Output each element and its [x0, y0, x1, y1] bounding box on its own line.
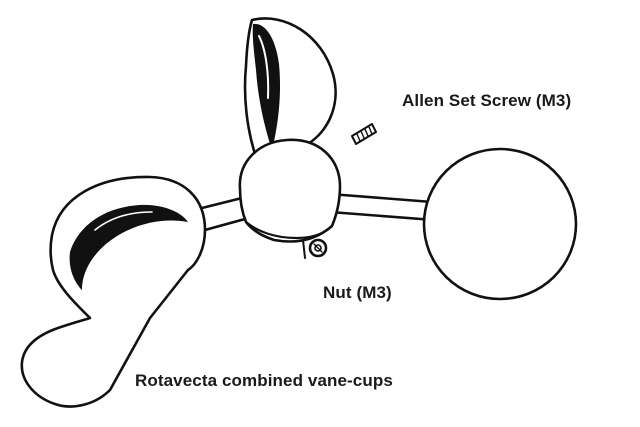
left-vane-cup: [20, 175, 207, 408]
label-allen-set-screw: Allen Set Screw (M3): [402, 91, 572, 110]
central-hub: [238, 138, 342, 259]
top-vane-cup: [243, 17, 337, 159]
right-vane-cup: [422, 147, 578, 301]
nut-icon: [308, 238, 328, 258]
right-arm: [328, 192, 436, 222]
allen-set-screw-icon: [351, 123, 377, 145]
label-nut: Nut (M3): [323, 283, 392, 302]
label-vane-cups: Rotavecta combined vane-cups: [135, 371, 393, 390]
